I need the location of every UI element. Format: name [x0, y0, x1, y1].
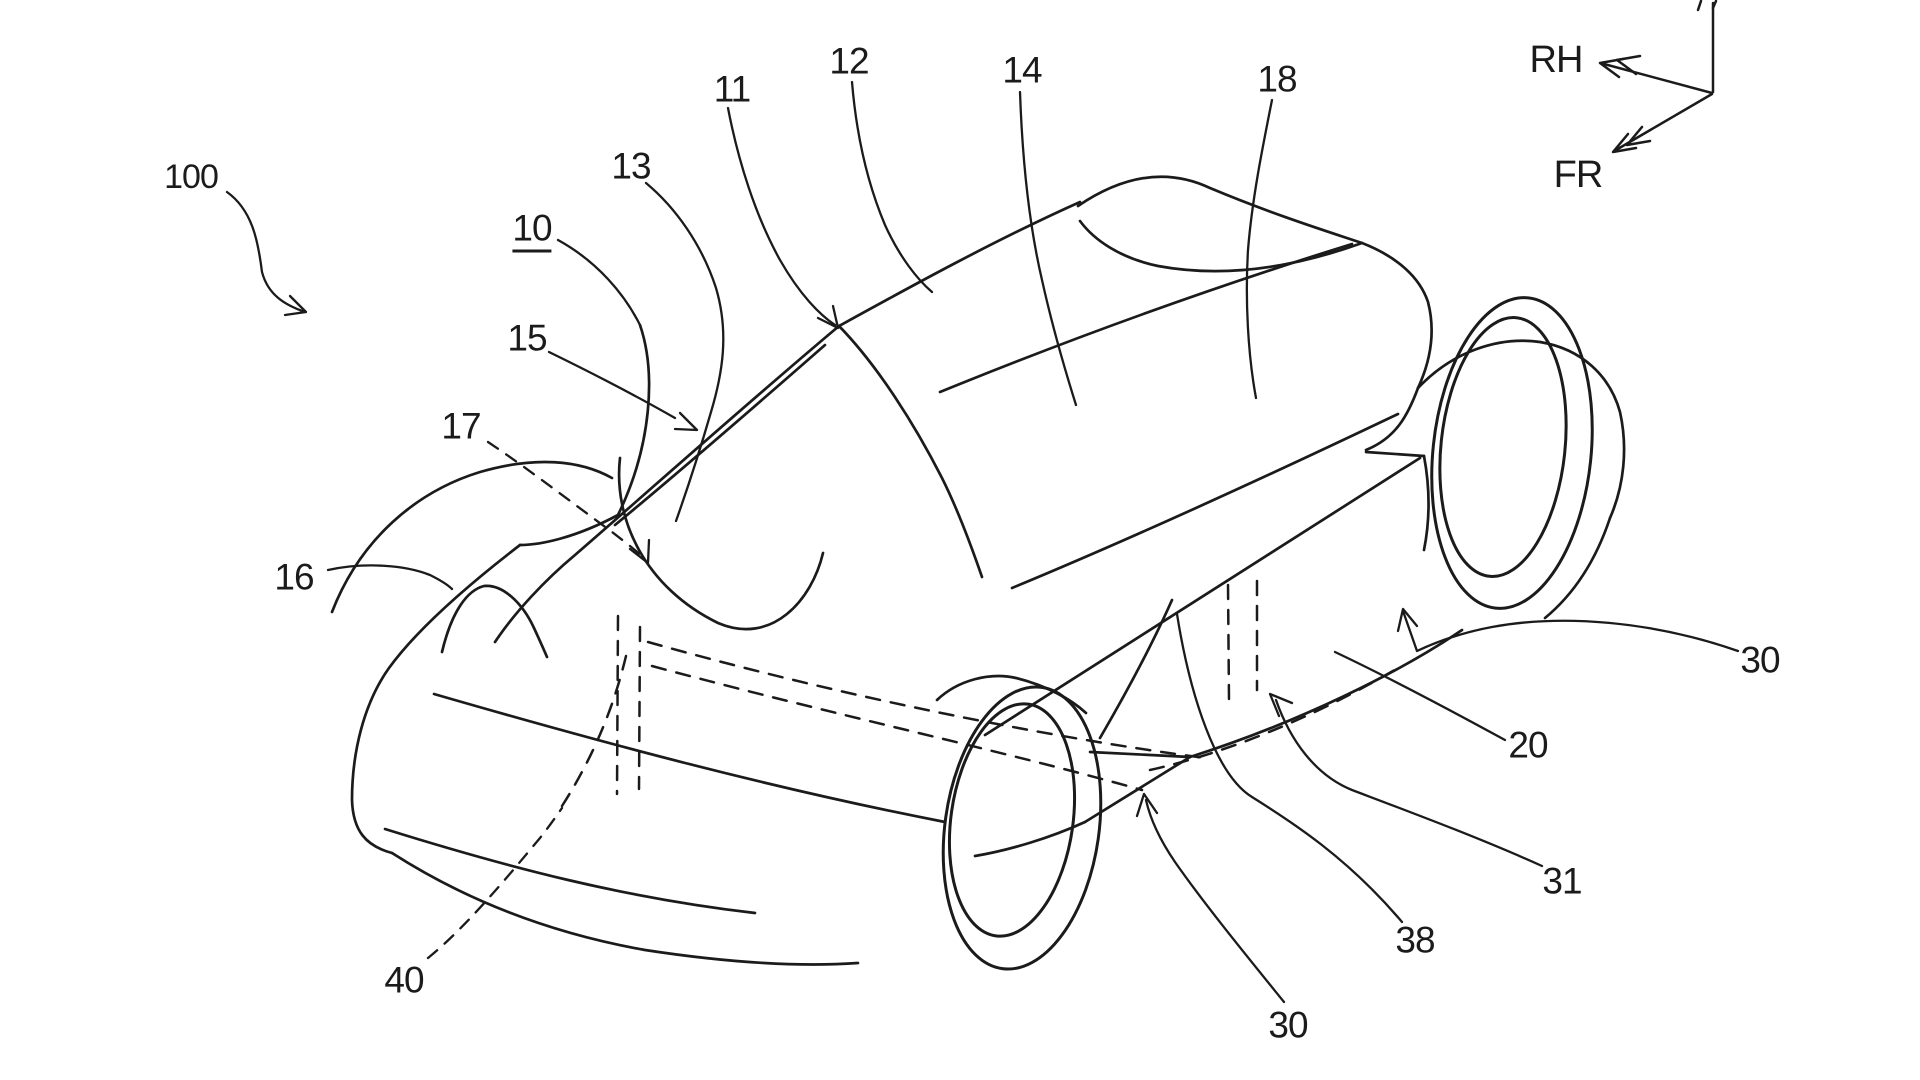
- compass-rh: RH: [1529, 39, 1584, 81]
- compass-fr: FR: [1553, 154, 1604, 196]
- ref-30-bottom: 30: [1268, 1004, 1308, 1046]
- ref-11: 11: [713, 68, 751, 110]
- leader-40: [426, 806, 564, 960]
- leader-arrowheads: [283, 294, 1419, 818]
- ref-38: 38: [1395, 919, 1435, 961]
- ref-13: 13: [611, 145, 651, 187]
- leader-12: [850, 80, 934, 294]
- leader-18: [1245, 98, 1274, 400]
- ref-31: 31: [1542, 860, 1582, 902]
- ref-40: 40: [384, 959, 424, 1001]
- leader-15: [547, 350, 677, 420]
- leader-13: [644, 181, 725, 523]
- ref-10: 10: [512, 210, 553, 253]
- hidden-frame-dashed-lines: [560, 579, 1400, 808]
- leader-10: [556, 238, 642, 327]
- ref-18: 18: [1257, 58, 1297, 100]
- rear-wheel: [1430, 296, 1594, 610]
- leader-100: [225, 190, 307, 314]
- leader-20: [1333, 650, 1507, 742]
- compass-clipped-up-glyphs: [1696, 0, 1718, 12]
- ref-20: 20: [1508, 724, 1548, 766]
- leader-11: [726, 106, 837, 327]
- leader-14: [1018, 90, 1078, 407]
- orientation-compass: [1598, 0, 1718, 154]
- leader-30-bottom: [1144, 798, 1286, 1004]
- ref-15: 15: [507, 317, 547, 359]
- compass-rh-arrow: [1602, 62, 1714, 95]
- leader-16: [326, 564, 454, 591]
- ref-17: 17: [441, 405, 481, 447]
- leader-30-right: [1401, 609, 1740, 653]
- front-wheel: [941, 685, 1103, 971]
- ref-12: 12: [829, 40, 869, 82]
- leader-lines: [225, 80, 1740, 1004]
- leader-17: [486, 440, 648, 562]
- ref-14: 14: [1002, 49, 1042, 91]
- leader-38: [1175, 612, 1404, 924]
- ref-30-right: 30: [1740, 639, 1780, 681]
- ref-100: 100: [164, 158, 219, 196]
- ref-16: 16: [274, 556, 314, 598]
- leader-31: [1274, 698, 1544, 868]
